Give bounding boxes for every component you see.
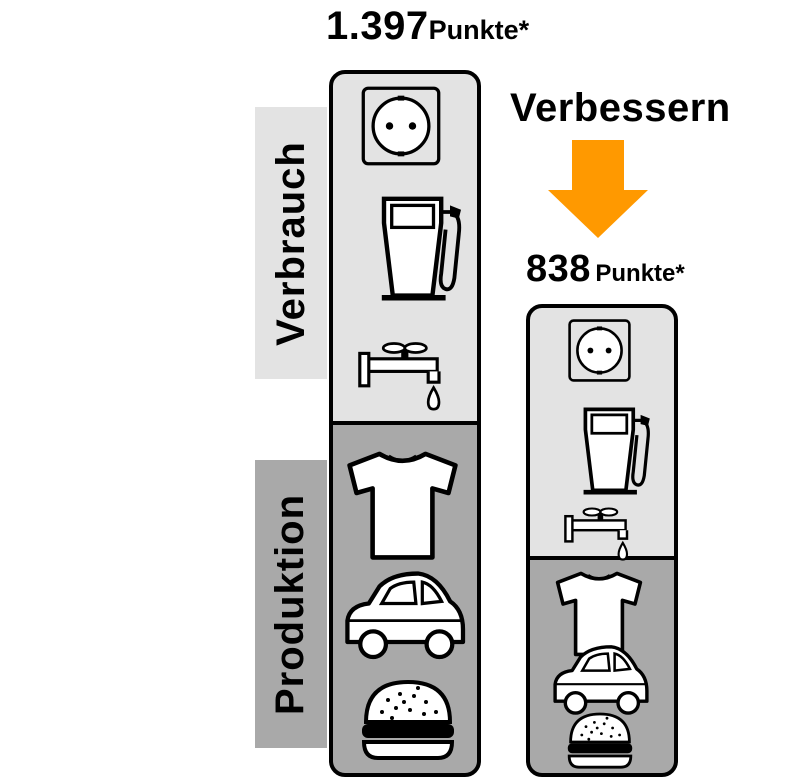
down-arrow-icon (548, 140, 648, 238)
production-label-box: Produktion (255, 460, 327, 748)
burger-icon (566, 712, 634, 769)
score-after-value: 838 (526, 248, 591, 290)
score-after-unit: Punkte* (595, 260, 685, 287)
bar-before (329, 70, 481, 777)
score-before-unit: Punkte* (428, 15, 530, 45)
score-before-value: 1.397 (326, 4, 429, 48)
improve-label: Verbessern (510, 86, 731, 130)
score-before: 1.397Punkte* (326, 4, 529, 49)
burger-icon (360, 680, 456, 760)
score-after: 838 Punkte* (526, 248, 685, 291)
bar-after (526, 304, 678, 777)
consumption-label-box: Verbrauch (255, 107, 327, 379)
